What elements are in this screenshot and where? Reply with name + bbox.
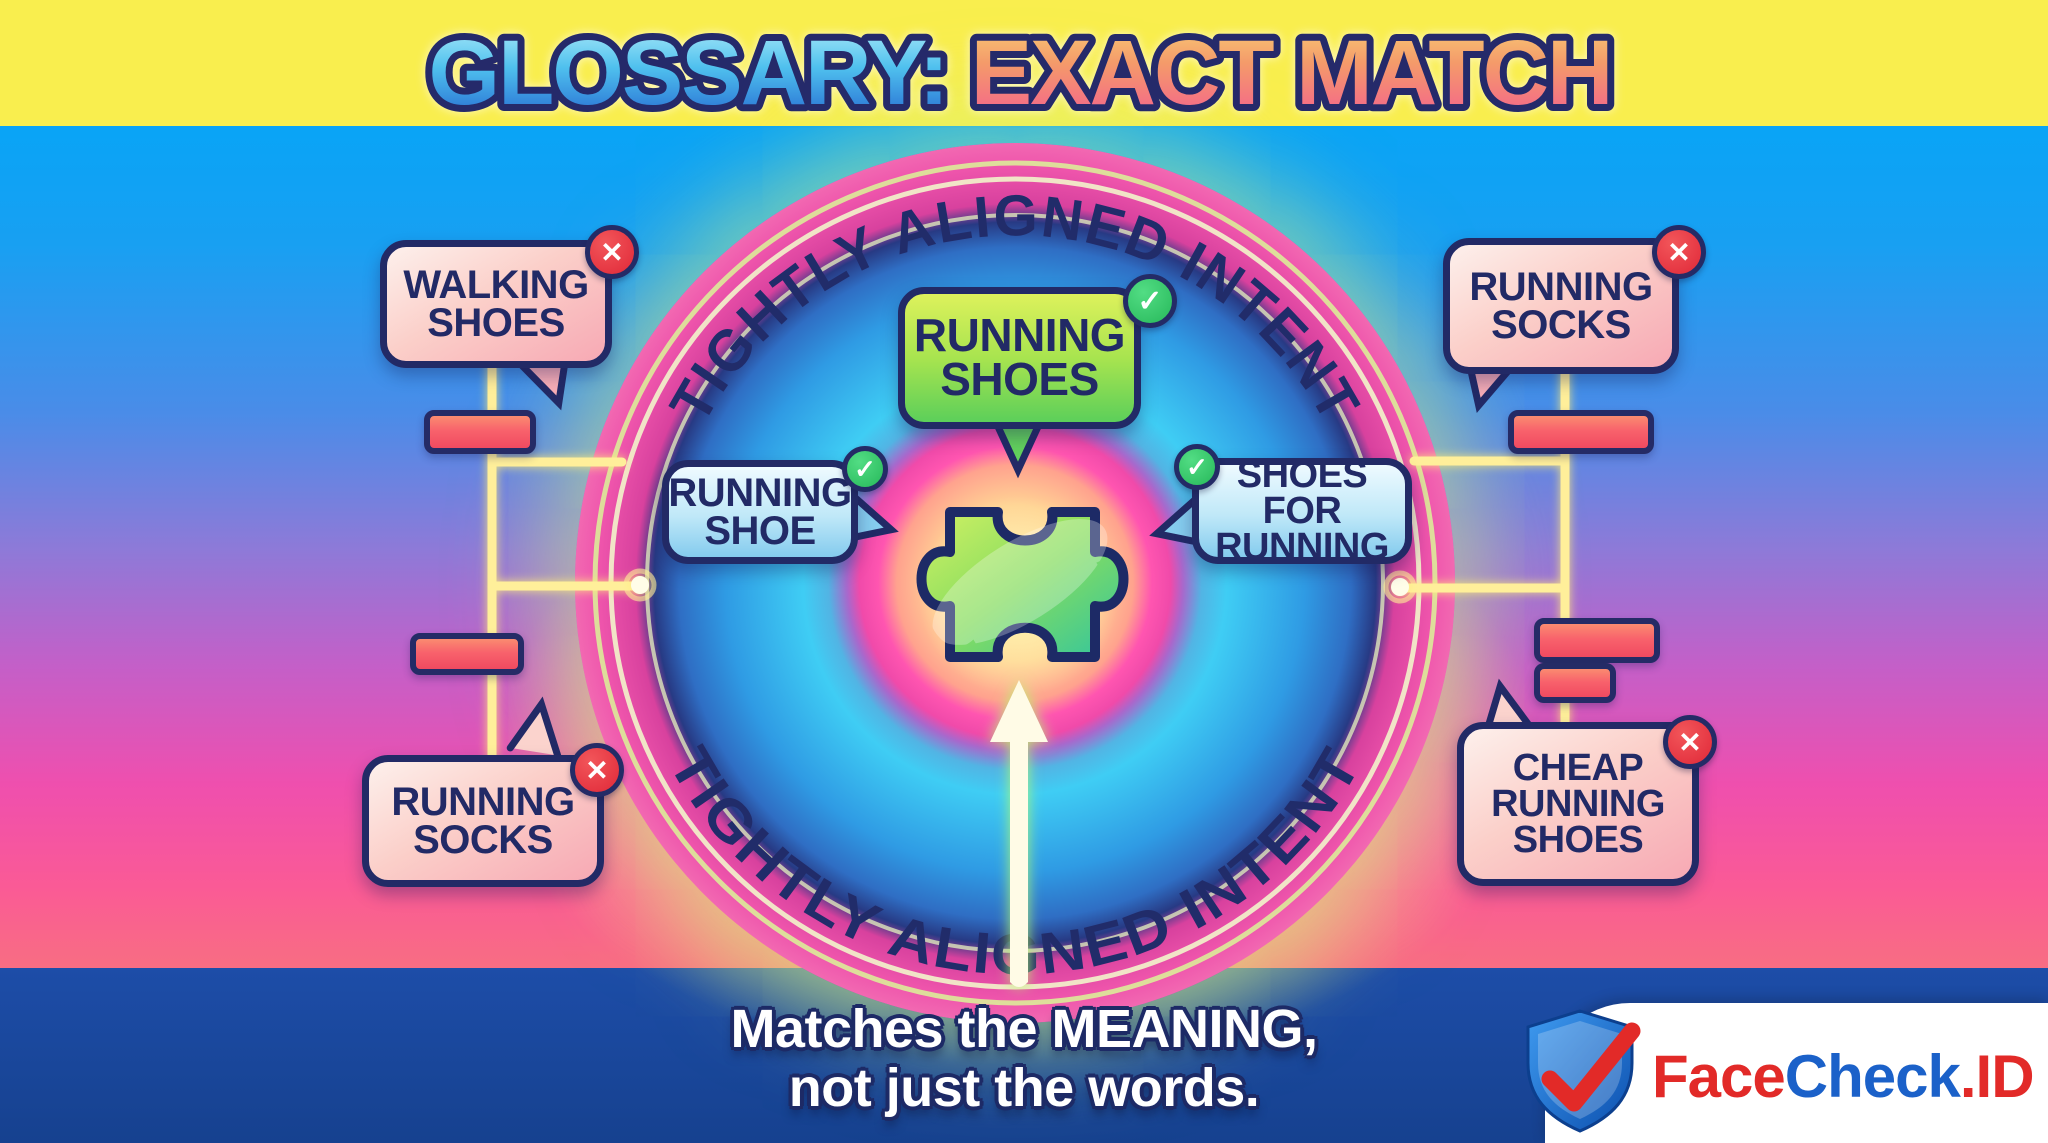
brand-face: Face [1652,1043,1786,1110]
match-icon: ✓ [842,446,888,492]
no-match-icon: ✕ [1652,225,1706,279]
intent-bullseye [575,143,1455,1023]
brand-id: .ID [1959,1043,2035,1110]
speech-bubble-walking-shoes: WALKING SHOES ✕ [380,225,639,368]
keyword-bar [1534,663,1616,703]
speech-bubble-shoes-for-running: SHOES FOR RUNNING ✓ [1174,444,1412,569]
keyword-bar [1534,618,1660,663]
bubble-label: CHEAP RUNNING SHOES [1491,746,1665,862]
shield-check-icon [1526,1009,1641,1133]
keyword-bar [410,633,524,675]
speech-bubble-cheap-running-shoes: CHEAP RUNNING SHOES ✕ [1457,715,1717,886]
bubble-label: RUNNING SOCKS [1469,265,1653,347]
no-match-icon: ✕ [585,225,639,279]
brand-logo: FaceCheck.ID [1652,1042,2035,1111]
match-icon: ✓ [1174,444,1220,490]
bubble-label: WALKING SHOES [403,263,589,345]
title-banner [0,0,2048,126]
bubble-label: RUNNING SHOES [913,309,1126,405]
speech-bubble-running-socks-right: RUNNING SOCKS ✕ [1443,225,1706,374]
brand-check: Check [1784,1043,1961,1110]
keyword-bar [424,410,536,454]
bubble-label: RUNNING SOCKS [391,780,575,862]
bubble-tail [506,696,562,759]
speech-bubble-running-socks-left: RUNNING SOCKS ✕ [362,743,624,887]
bubble-label: SHOES FOR RUNNING [1215,453,1389,569]
no-match-icon: ✕ [570,743,624,797]
speech-bubble-running-shoe: RUNNING SHOE ✓ [662,446,888,564]
bubble-label: RUNNING SHOE [668,471,852,553]
keyword-bar [1508,410,1654,454]
no-match-icon: ✕ [1663,715,1717,769]
match-icon: ✓ [1123,274,1177,328]
speech-bubble-running-shoes-exact: RUNNING SHOES ✓ [898,274,1177,429]
